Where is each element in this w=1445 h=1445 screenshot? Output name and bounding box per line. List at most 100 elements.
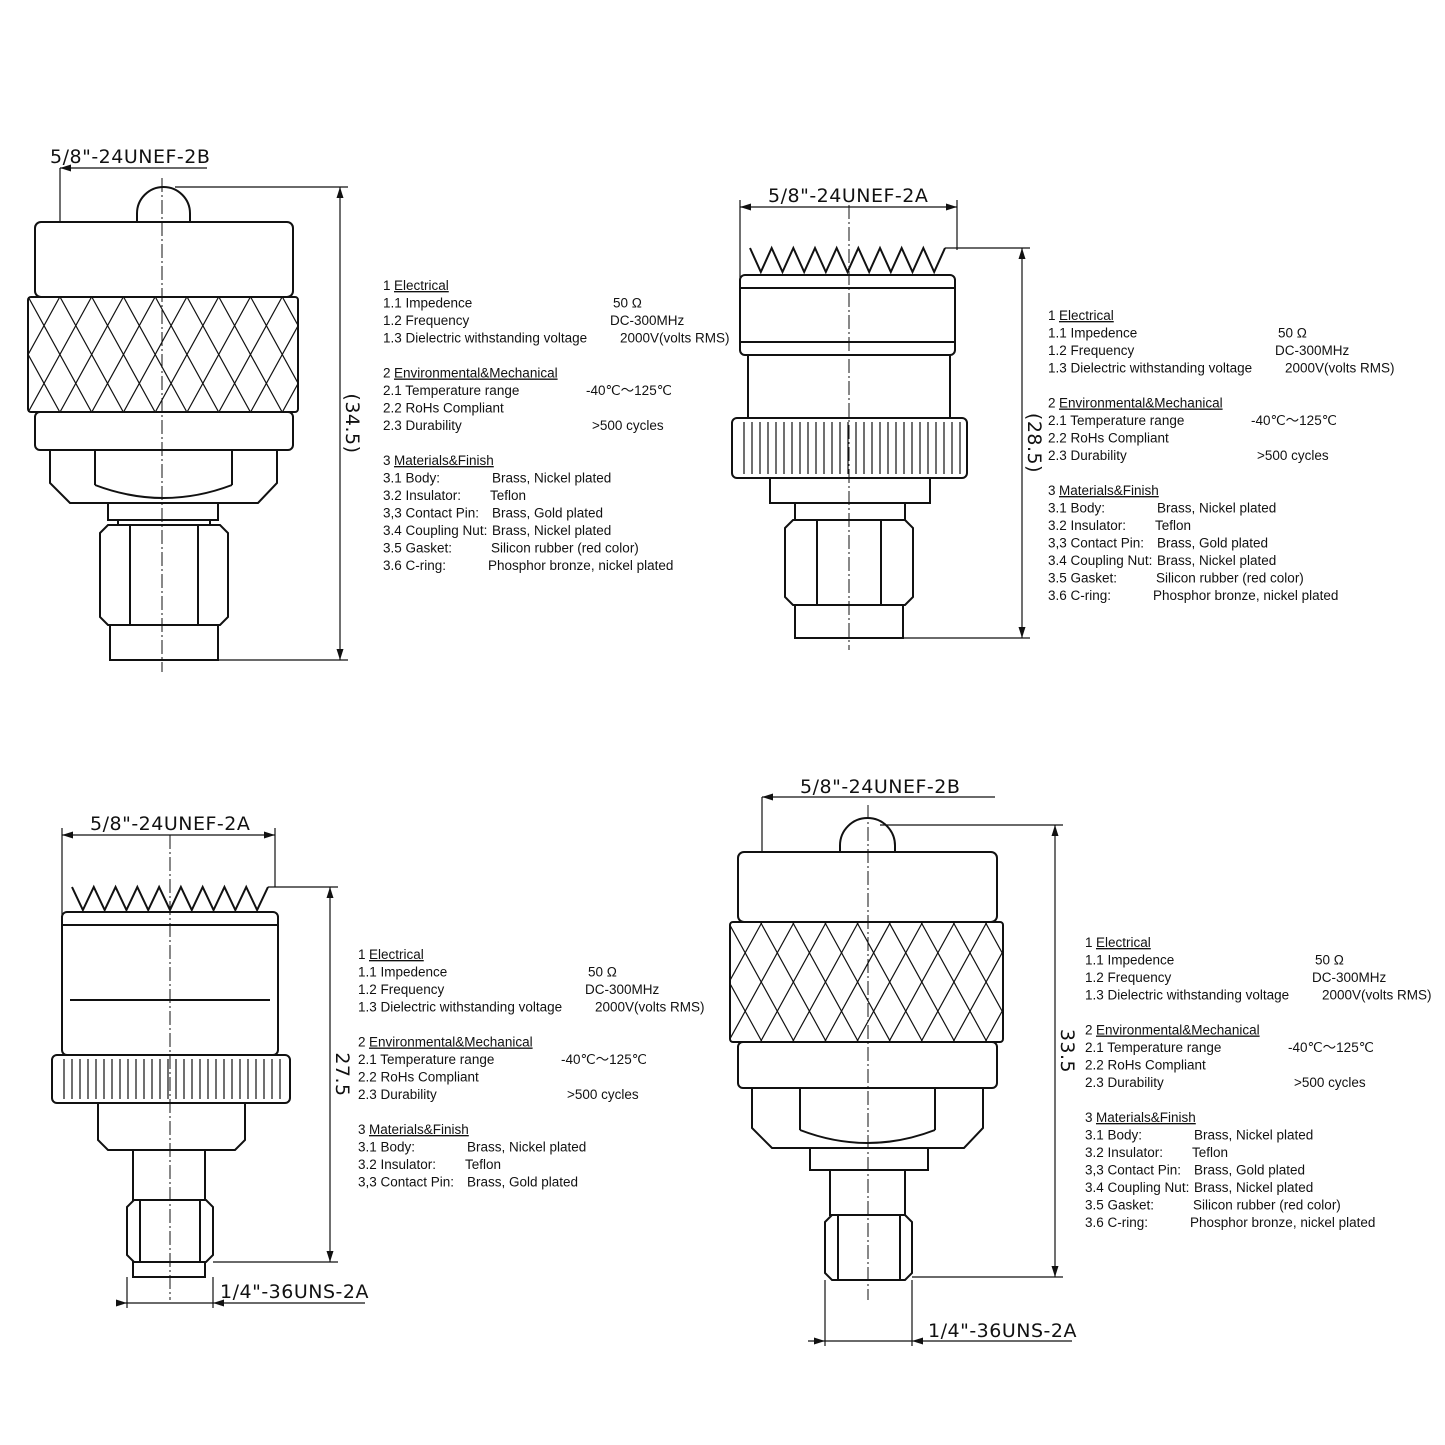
- sma-hex: [126, 1199, 214, 1263]
- section-title: Electrical: [1059, 308, 1114, 323]
- hatch-line: [281, 382, 298, 412]
- section-title: Electrical: [394, 278, 449, 293]
- arrowhead: [1051, 825, 1059, 836]
- section-number: 1: [1048, 308, 1056, 323]
- thread-label: 5/8"-24UNEF-2B: [800, 776, 960, 798]
- spec-label: 3.4 Coupling Nut:: [1048, 553, 1152, 568]
- spec-value: Brass, Nickel plated: [1194, 1180, 1313, 1195]
- arrowhead: [1051, 1266, 1059, 1277]
- spec-value: DC-300MHz: [1312, 970, 1387, 985]
- neck: [809, 1147, 929, 1171]
- hatch-line: [28, 297, 61, 356]
- arrowhead: [740, 203, 751, 211]
- slotted-crown: [71, 884, 269, 913]
- spec-label: 1.2 Frequency: [358, 982, 445, 997]
- arrowhead: [60, 164, 71, 172]
- spec-value: Brass, Nickel plated: [1157, 501, 1276, 516]
- tail: [794, 604, 904, 639]
- spec-value: Phosphor bronze, nickel plated: [488, 558, 673, 573]
- tail: [132, 1261, 206, 1278]
- spec-value: Phosphor bronze, nickel plated: [1190, 1215, 1375, 1230]
- section-number: 3: [383, 453, 391, 468]
- spec-label: 3.2 Insulator:: [383, 488, 461, 503]
- shoulder: [769, 477, 931, 504]
- hatch-line: [28, 297, 29, 299]
- spec-value: 50 Ω: [613, 296, 642, 311]
- hatch-line: [791, 922, 859, 1042]
- arrowhead: [336, 649, 344, 660]
- spec-label: 2.3 Durability: [1085, 1075, 1164, 1090]
- sma-hex: [824, 1214, 913, 1281]
- hatch-line: [730, 982, 763, 1042]
- cap: [34, 221, 294, 298]
- spec-value: Silicon rubber (red color): [1193, 1198, 1341, 1213]
- ribbed-coupling-nut: [51, 1054, 291, 1104]
- spec-label: 3.4 Coupling Nut:: [1085, 1180, 1189, 1195]
- hatch-line: [1017, 922, 1083, 1042]
- spec-value: Brass, Nickel plated: [492, 471, 611, 486]
- spec-label: 3.1 Body:: [1085, 1128, 1142, 1143]
- hatch-line: [1017, 922, 1083, 1042]
- height-dimension-label: (28.5): [1023, 413, 1045, 473]
- spec-value: Silicon rubber (red color): [1156, 571, 1304, 586]
- section-title: Environmental&Mechanical: [369, 1035, 533, 1050]
- hatch-line: [123, 297, 188, 412]
- center-pin-dome: [136, 186, 191, 222]
- spec-label: 1.3 Dielectric withstanding voltage: [358, 1000, 562, 1015]
- hatch-line: [759, 922, 827, 1042]
- spec-label: 3.5 Gasket:: [1085, 1198, 1154, 1213]
- section-title: Electrical: [1096, 935, 1151, 950]
- arrowhead: [116, 1299, 127, 1307]
- knurled-grip: [27, 296, 299, 413]
- height-dimension: (34.5): [175, 186, 363, 661]
- spec-label: 2.2 RoHs Compliant: [1085, 1058, 1206, 1073]
- spec-value: Brass, Gold plated: [1194, 1163, 1305, 1178]
- spec-value: >500 cycles: [1294, 1075, 1366, 1090]
- section-number: 3: [1085, 1110, 1093, 1125]
- section-title: Environmental&Mechanical: [394, 366, 558, 381]
- hatch-line: [250, 324, 298, 412]
- height-dimension: 27.5: [213, 886, 353, 1263]
- spec-label: 3,3 Contact Pin:: [1048, 536, 1144, 551]
- spec-value: >500 cycles: [1257, 448, 1329, 463]
- section-title: Materials&Finish: [369, 1122, 469, 1137]
- spec-value: Teflon: [1155, 518, 1191, 533]
- spec-value: Brass, Gold plated: [492, 506, 603, 521]
- spec-value: 50 Ω: [1278, 326, 1307, 341]
- small-hex-nut: [784, 519, 914, 606]
- section-title: Environmental&Mechanical: [1096, 1023, 1260, 1038]
- top-thread-callout: 5/8"-24UNEF-2A: [739, 185, 958, 285]
- hatch-line: [28, 410, 29, 412]
- spec-label: 2.3 Durability: [1048, 448, 1127, 463]
- height-dimension-label: 33.5: [1056, 1029, 1078, 1073]
- arrowhead: [326, 887, 334, 898]
- arrowhead: [264, 831, 275, 839]
- hatch-line: [984, 922, 1003, 956]
- spec-label: 3.6 C-ring:: [1048, 588, 1111, 603]
- height-dimension-label: 27.5: [331, 1052, 353, 1096]
- spec-value: Brass, Nickel plated: [492, 523, 611, 538]
- spec-label: 1.2 Frequency: [1085, 970, 1172, 985]
- slotted-crown: [749, 245, 946, 275]
- arrowhead: [946, 203, 957, 211]
- spec-label: 2.3 Durability: [383, 418, 462, 433]
- bottom-thread-callout: 1/4"-36UNS-2A: [808, 1280, 1076, 1346]
- thread-label: 1/4"-36UNS-2A: [220, 1281, 369, 1303]
- section-number: 1: [1085, 935, 1093, 950]
- knurl-outline: [27, 296, 299, 413]
- spec-label: 1.3 Dielectric withstanding voltage: [1048, 361, 1252, 376]
- arrowhead: [62, 831, 73, 839]
- section-title: Materials&Finish: [1059, 483, 1159, 498]
- knurled-grip: [729, 921, 1083, 1043]
- neck: [107, 502, 219, 521]
- knurl-crosshatch: [28, 297, 298, 412]
- spec-label: 3.2 Insulator:: [358, 1157, 436, 1172]
